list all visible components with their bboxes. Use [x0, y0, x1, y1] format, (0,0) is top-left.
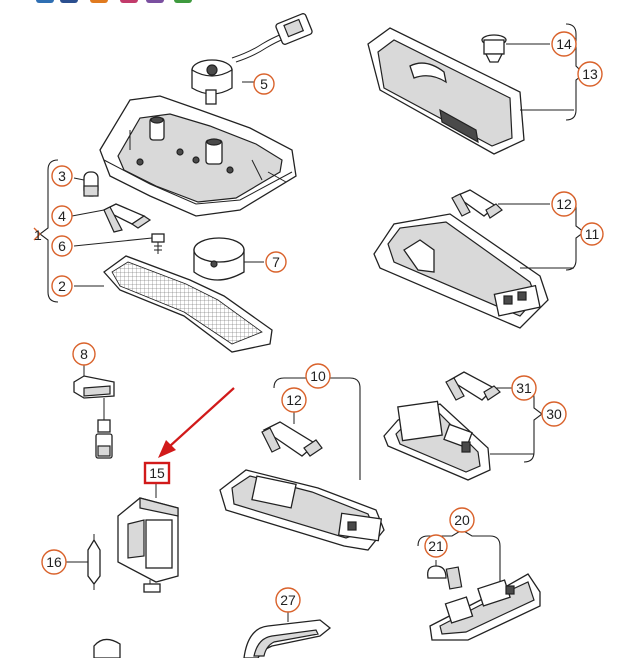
part-group-13 — [367, 23, 585, 155]
part-group-20 — [417, 529, 541, 641]
part-12-festoon-bulb — [451, 189, 503, 219]
callout-11[interactable]: 11 — [580, 222, 604, 246]
part-2-diffuser-grid — [103, 255, 273, 353]
callout-12-a-label: 12 — [556, 196, 572, 212]
callout-10[interactable]: 10 — [305, 363, 331, 389]
callout-21-label: 21 — [428, 538, 444, 554]
callout-20[interactable]: 20 — [449, 507, 475, 533]
part-21-bulb — [427, 560, 463, 590]
toolbar-chip-6[interactable] — [174, 0, 192, 3]
callout-15-highlighted[interactable]: 15 — [143, 461, 171, 485]
callout-2[interactable]: 2 — [51, 275, 73, 297]
callout-30-label: 30 — [546, 406, 562, 422]
toolbar-chip-3[interactable] — [90, 0, 108, 3]
callout-21[interactable]: 21 — [424, 534, 448, 558]
callout-12-b[interactable]: 12 — [281, 387, 307, 413]
part-group-1 — [39, 13, 313, 353]
callout-8-label: 8 — [80, 346, 88, 362]
callout-13[interactable]: 13 — [577, 61, 603, 87]
part-16-festoon-bulb — [66, 534, 101, 590]
part-27-housing — [243, 612, 332, 658]
callout-1[interactable]: 1 — [33, 227, 42, 243]
callout-11-label: 11 — [585, 226, 600, 242]
callout-4[interactable]: 4 — [51, 205, 73, 227]
callout-14[interactable]: 14 — [551, 31, 577, 57]
callout-1-label: 1 — [34, 227, 42, 243]
part-group-11 — [373, 189, 585, 329]
part-31-festoon-bulb — [445, 371, 501, 401]
callout-3[interactable]: 3 — [51, 165, 73, 187]
part-30-housing — [383, 400, 491, 481]
callout-10-label: 10 — [310, 368, 326, 384]
part-6-screw — [151, 233, 165, 254]
callout-12-b-label: 12 — [286, 392, 302, 408]
toolbar-chip-5[interactable] — [146, 0, 164, 3]
callout-12-a[interactable]: 12 — [551, 191, 577, 217]
callout-13-label: 13 — [582, 66, 598, 82]
part-1-housing — [99, 95, 297, 217]
callout-14-label: 14 — [556, 36, 572, 52]
callout-7-label: 7 — [272, 254, 280, 270]
part-8-switch — [73, 364, 115, 459]
toolbar-strip — [36, 0, 192, 3]
part-7-lens — [193, 237, 245, 281]
toolbar-chip-4[interactable] — [120, 0, 138, 3]
part-20-housing — [429, 573, 541, 641]
callout-16[interactable]: 16 — [41, 549, 67, 575]
part-15-housing — [117, 484, 179, 593]
callout-3-label: 3 — [58, 168, 66, 184]
callout-7[interactable]: 7 — [265, 251, 287, 273]
part-13-housing — [367, 27, 525, 155]
callout-4-label: 4 — [58, 208, 66, 224]
callout-20-label: 20 — [454, 512, 470, 528]
part-3-bulb — [83, 171, 99, 197]
callout-5-label: 5 — [260, 76, 268, 92]
toolbar-chip-1[interactable] — [36, 0, 54, 3]
callout-5[interactable]: 5 — [253, 73, 275, 95]
callout-6-label: 6 — [58, 238, 66, 254]
part-10-housing — [219, 469, 385, 551]
callout-6[interactable]: 6 — [51, 235, 73, 257]
part-5-switch — [191, 13, 313, 105]
part-group-30 — [383, 371, 543, 481]
callout-27-label: 27 — [280, 592, 296, 608]
callout-31-label: 31 — [516, 380, 532, 396]
part-4-festoon-bulb — [102, 203, 152, 233]
callout-27[interactable]: 27 — [275, 587, 301, 613]
callout-8[interactable]: 8 — [72, 342, 96, 366]
callout-31[interactable]: 31 — [511, 375, 537, 401]
part-14-clip — [481, 34, 507, 63]
highlight-arrow — [158, 387, 235, 458]
part-12-festoon-bulb-2 — [261, 421, 323, 457]
toolbar-chip-2[interactable] — [60, 0, 78, 3]
part-11-housing — [373, 213, 549, 329]
partial-part-bottom — [93, 638, 121, 658]
callout-16-label: 16 — [46, 554, 62, 570]
callout-2-label: 2 — [58, 278, 66, 294]
callout-15-label: 15 — [149, 465, 165, 481]
callout-30[interactable]: 30 — [541, 401, 567, 427]
part-group-10 — [219, 371, 385, 551]
